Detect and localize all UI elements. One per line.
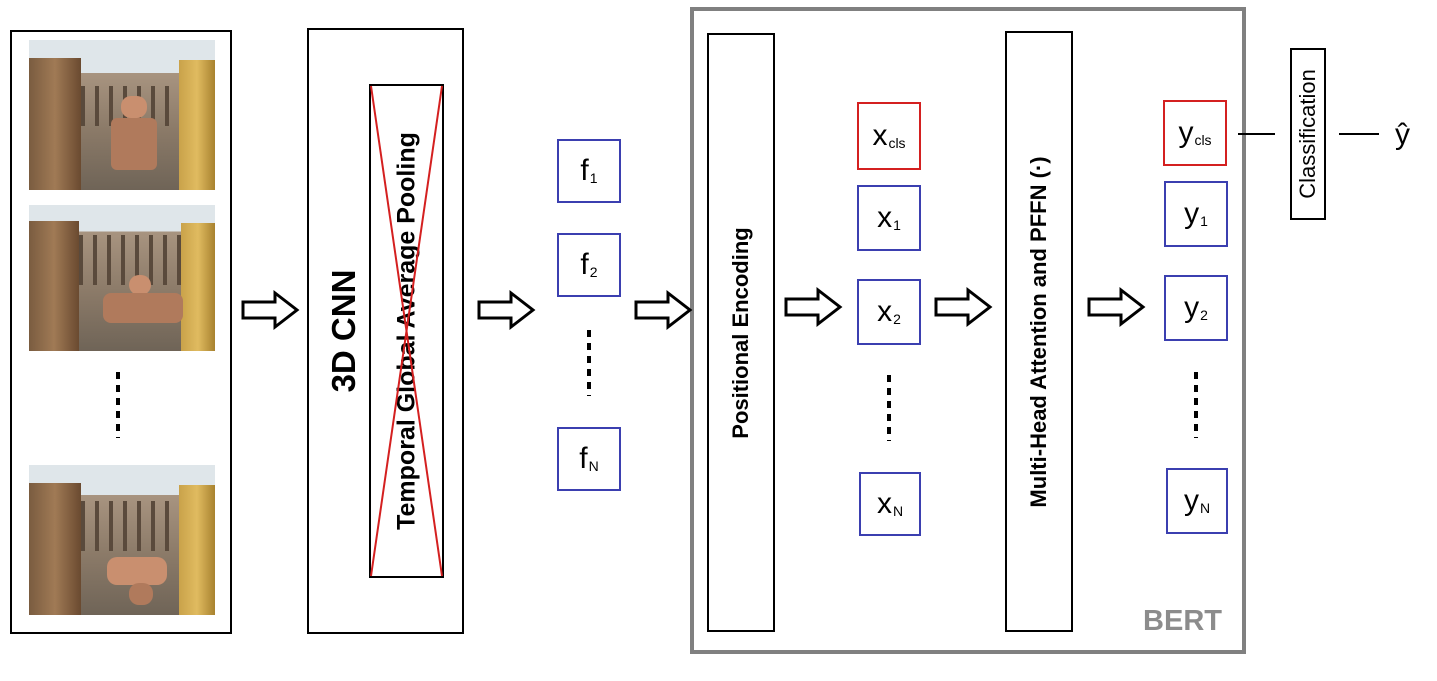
- pooling-cross-line-b: [370, 85, 443, 577]
- arrow-features-to-bert: [634, 289, 693, 331]
- arrow-tokens-to-attention: [934, 286, 993, 328]
- classification-box: Classification: [1290, 48, 1326, 220]
- prediction-label: ŷ: [1395, 118, 1410, 151]
- positional-encoding-box: Positional Encoding: [707, 33, 775, 632]
- arrow-cnn-to-features: [477, 289, 536, 331]
- attention-box: Multi-Head Attention and PFFN (·): [1005, 31, 1073, 632]
- video-frame-n: [29, 465, 215, 615]
- bert-container: BERT: [690, 7, 1246, 654]
- arrow-frames-to-cnn: [241, 289, 300, 331]
- arrow-encoding-to-tokens: [784, 286, 843, 328]
- arrow-attention-to-outputs: [1087, 286, 1146, 328]
- video-frame-1: [29, 40, 215, 190]
- video-frame-2: [29, 205, 215, 351]
- bert-label: BERT: [1143, 605, 1222, 637]
